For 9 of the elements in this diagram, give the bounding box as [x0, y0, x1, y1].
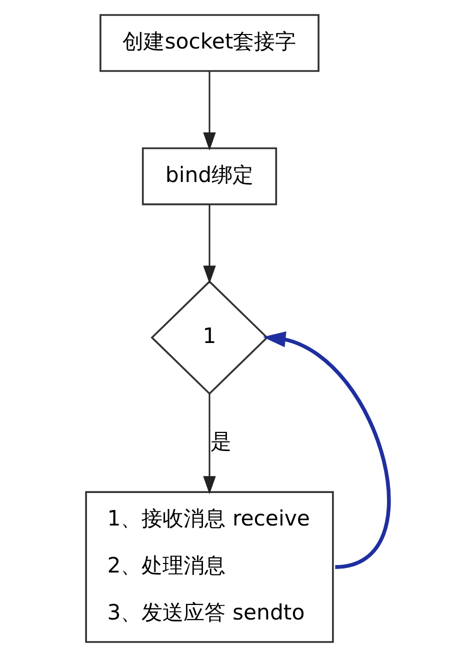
arrow [202, 72, 216, 151]
node-box: bind绑定 [141, 147, 277, 206]
node-diamond: 1 [150, 280, 268, 395]
node-box: 创建socket套接字 [99, 14, 319, 72]
arrow [202, 204, 216, 284]
arrow [202, 394, 216, 494]
node-box: 1、接收消息 receive 2、处理消息 3、发送应答 sendto [84, 491, 334, 643]
arrow [262, 331, 390, 569]
edge-label: 是 [210, 428, 231, 454]
